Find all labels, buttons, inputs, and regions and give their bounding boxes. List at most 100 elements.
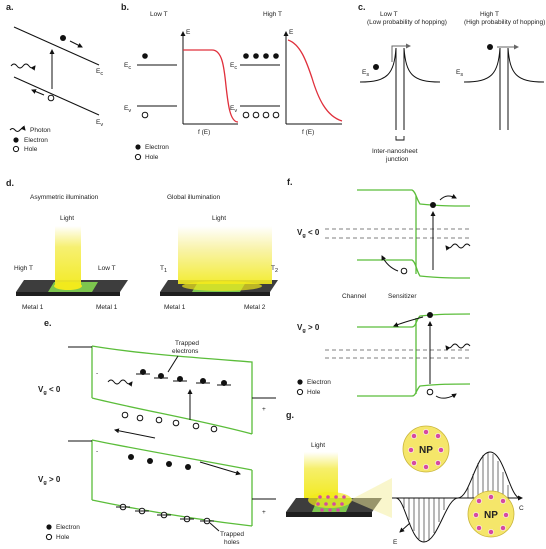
junction-label-2: junction: [385, 156, 409, 163]
low-t-barrier-left: [359, 47, 397, 130]
panel-b: b. Low T High T Ec Ev E f (E) Ec Ev E: [121, 2, 343, 161]
high-t-holes: [242, 111, 280, 119]
electron-drift-arrow: [69, 40, 83, 48]
low-t-ec-label: Ec: [124, 62, 131, 71]
light-beam: [178, 226, 272, 284]
electron-dot: [430, 202, 436, 208]
t1-label: T1: [160, 265, 167, 274]
metal-right: Metal 1: [96, 304, 118, 311]
panel-e: e. - + Vg < 0 Trapped electrons - +: [38, 318, 276, 546]
panel-c: c. Low T (Low probability of hopping) Hi…: [358, 2, 545, 163]
electron-dot: [142, 53, 148, 59]
light-beam: [304, 452, 338, 500]
trapped-electrons-pointer: [167, 355, 179, 373]
trapped-holes: [116, 503, 214, 525]
blocked-hop-arrow: [391, 43, 411, 62]
vg-pos-label: Vg > 0: [297, 323, 320, 334]
panel-e-letter: e.: [44, 318, 52, 328]
high-t-barrier-right: [507, 47, 545, 130]
trapped-holes-label-2: holes: [224, 539, 240, 546]
low-t-f-label: f (E): [198, 129, 210, 136]
light-label: Light: [60, 215, 74, 222]
legend-electron: Electron: [56, 524, 80, 531]
trapped-electrons: [136, 369, 231, 386]
legend-hole-icon: [45, 533, 53, 541]
high-t-ev-label: Ev: [230, 105, 237, 114]
t2-label: T2: [271, 265, 278, 274]
photon-icon: [10, 63, 36, 71]
zoom-cone: [350, 478, 392, 518]
sensitizer-label: Sensitizer: [388, 293, 417, 300]
low-t-title: Low T: [150, 11, 168, 18]
holes-row: [121, 411, 218, 433]
nanoparticle-bottom: NP: [467, 490, 515, 538]
field-wave: [395, 451, 521, 543]
high-t-title: High T: [480, 11, 499, 18]
hole-arrow: [435, 393, 457, 399]
light-label: Light: [311, 442, 325, 449]
substrate-edge: [160, 292, 270, 296]
substrate-edge: [286, 512, 372, 517]
electron-dot: [487, 44, 493, 50]
light-spot: [308, 492, 352, 508]
legend-electron: Electron: [145, 144, 169, 151]
high-t-note: (High probability of hopping): [464, 19, 545, 26]
np-label: NP: [484, 510, 498, 521]
metal-right: Metal 2: [244, 304, 266, 311]
trapped-electrons-label-2: electrons: [172, 348, 199, 355]
conduction-band: [13, 26, 100, 66]
hole-dot: [400, 267, 408, 275]
c-axis-label: C: [519, 505, 524, 512]
high-t-e-label: E: [289, 29, 294, 36]
field-hatch: [403, 452, 509, 542]
light-label: Light: [212, 215, 226, 222]
light-beam: [55, 226, 81, 286]
ec-label: Ec: [96, 68, 103, 77]
minus-sign: -: [96, 370, 98, 377]
hole-arrow: [381, 255, 399, 272]
panel-f-letter: f.: [287, 177, 293, 187]
high-t-f-label: f (E): [302, 129, 314, 136]
light-spot: [182, 281, 262, 291]
hole-drift-arrow: [114, 428, 156, 439]
band-bottom: [357, 313, 471, 397]
high-t-electrons: [243, 53, 279, 59]
plus-sign: +: [262, 509, 266, 516]
np-label: NP: [419, 445, 433, 456]
high-t-fermi-curve: [287, 39, 343, 122]
metal-left: Metal 1: [22, 304, 44, 311]
low-t-barrier-right: [403, 47, 441, 130]
nanoparticle-dots: [316, 495, 346, 512]
e-axis: [399, 522, 411, 533]
photon-icon: [107, 379, 133, 387]
panel-f: f. Vg < 0 Channel Sensitizer Vg > 0 Elec…: [287, 177, 472, 399]
high-t-es-label: Es: [456, 69, 463, 78]
legend-electron-icon: [135, 144, 141, 150]
electrons-row: [128, 454, 191, 470]
legend-hole: Hole: [24, 146, 38, 153]
electron-dot: [60, 35, 66, 41]
panel-g-letter: g.: [286, 410, 294, 420]
junction-label: Inter-nanosheet: [372, 148, 418, 155]
vg-neg-label: Vg < 0: [297, 228, 320, 239]
low-t-e-label: E: [186, 29, 191, 36]
panel-c-letter: c.: [358, 2, 366, 12]
trapped-holes-label: Trapped: [220, 531, 244, 538]
photon-legend-icon: [9, 125, 26, 132]
metal-left: Metal 1: [164, 304, 186, 311]
low-t-title: Low T: [380, 11, 398, 18]
electron-dot: [373, 64, 379, 70]
nanoparticle-top: NP: [402, 425, 450, 473]
substrate-edge: [16, 292, 120, 296]
legend-electron-icon: [297, 379, 303, 385]
legend-hole: Hole: [145, 154, 159, 161]
legend-hole: Hole: [307, 389, 321, 396]
legend-hole: Hole: [56, 534, 70, 541]
high-t-label: High T: [14, 265, 33, 272]
legend-electron: Electron: [307, 379, 331, 386]
electron-dot: [427, 312, 433, 318]
vg-neg-label: Vg < 0: [38, 385, 61, 396]
valence-band: [13, 76, 100, 116]
panel-d-letter: d.: [6, 178, 14, 188]
